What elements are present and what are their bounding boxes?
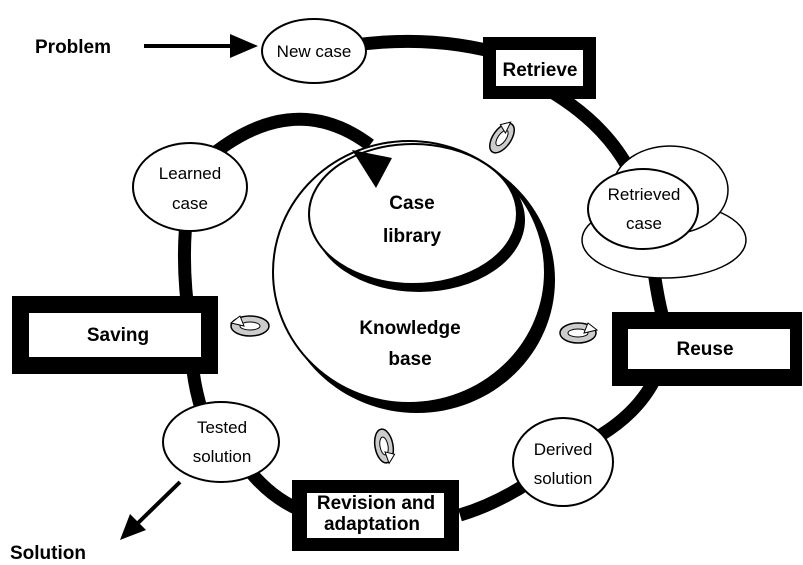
derived-solution-label-line1: Derived — [534, 440, 593, 459]
derived-solution-label-line2: solution — [534, 469, 593, 488]
revision-label-line1: Revision and — [317, 493, 435, 514]
tested-solution-label-line2: solution — [193, 447, 252, 466]
tested-solution-label-line1: Tested — [197, 418, 247, 437]
tested-solution-node: Tested solution — [162, 401, 280, 483]
reuse-label: Reuse — [676, 339, 733, 360]
retrieved-case-label-line2: case — [626, 214, 662, 233]
revision-phase: Revision and adaptation — [292, 480, 459, 551]
case-library-label-line2: library — [383, 226, 442, 247]
cycle-icon-reuse — [559, 322, 599, 344]
saving-label: Saving — [87, 325, 149, 346]
retrieved-case-node: Retrieved case — [581, 145, 747, 279]
learned-case-node: Learned case — [132, 142, 248, 232]
new-case-label: New case — [277, 42, 352, 61]
problem-arrow — [144, 34, 258, 58]
revision-label-line2: adaptation — [324, 514, 420, 535]
learned-case-label-line2: case — [172, 194, 208, 213]
case-library: Case library — [308, 143, 525, 292]
saving-phase: Saving — [12, 296, 218, 374]
learned-case-label-line1: Learned — [159, 164, 221, 183]
cycle-icon-saving — [229, 315, 270, 337]
reuse-phase: Reuse — [612, 312, 802, 386]
retrieved-case-label-line1: Retrieved — [608, 185, 681, 204]
cycle-icon-retrieve — [489, 121, 515, 154]
solution-arrow — [120, 480, 182, 540]
derived-solution-node: Derived solution — [512, 417, 614, 507]
problem-label: Problem — [35, 37, 111, 58]
learn-arrow-head — [352, 150, 392, 188]
ring-upper-left-arc — [195, 112, 374, 170]
retrieve-phase: Retrieve — [483, 37, 596, 99]
knowledge-base-label-line2: base — [388, 349, 431, 370]
retrieve-label: Retrieve — [503, 60, 578, 81]
solution-label: Solution — [10, 543, 86, 564]
new-case-node: New case — [261, 18, 367, 84]
knowledge-base-label-line1: Knowledge — [359, 318, 460, 339]
cycle-icon-revision — [373, 428, 396, 465]
case-library-label-line1: Case — [389, 193, 434, 214]
case-library-disc — [308, 143, 518, 285]
